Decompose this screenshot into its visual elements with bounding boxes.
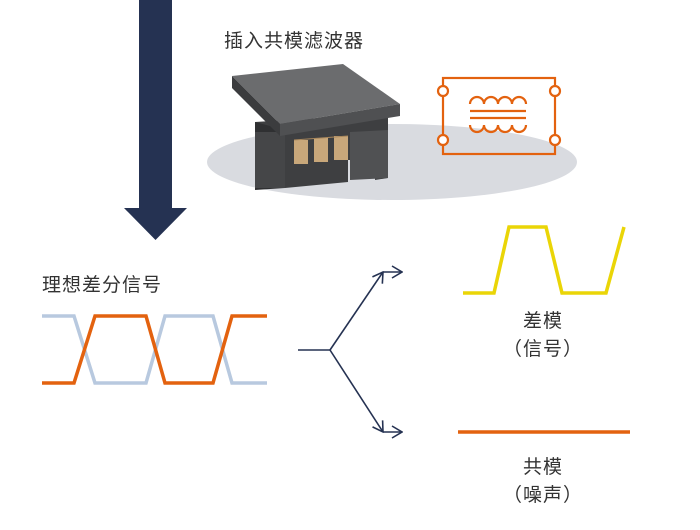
- diff-mode-sub-label: （信号）: [502, 338, 583, 360]
- common-mode-sub-label: （噪声）: [502, 484, 583, 506]
- differential-mode-waveform: [463, 225, 626, 295]
- common-mode-label: 共模: [522, 456, 563, 478]
- filter-title: 插入共模滤波器: [224, 30, 365, 52]
- ideal-signal-label: 理想差分信号: [42, 274, 163, 296]
- common-mode-choke-chip-icon: [232, 64, 400, 190]
- diff-mode-label: 差模: [522, 310, 563, 332]
- ideal-differential-signal: [42, 314, 267, 385]
- common-mode-choke-schematic-icon: [436, 76, 562, 156]
- down-arrow-icon: [124, 0, 187, 240]
- differential-signal-positive: [42, 314, 267, 385]
- split-arrow: [298, 272, 402, 432]
